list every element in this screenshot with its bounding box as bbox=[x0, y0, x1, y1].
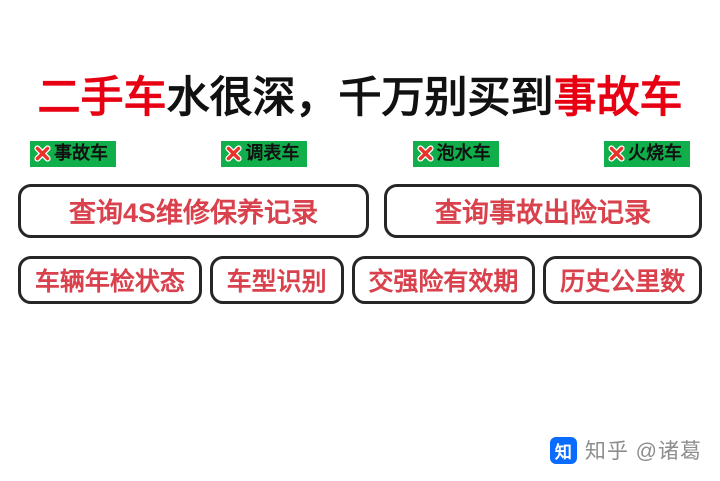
badge-label: 泡水车 bbox=[436, 143, 491, 164]
badge-label: 事故车 bbox=[54, 143, 108, 164]
zhihu-logo-icon: 知 bbox=[549, 436, 577, 464]
badge-label: 火烧车 bbox=[627, 143, 682, 164]
vehicle-model-recognition-button[interactable]: 车型识别 bbox=[209, 255, 344, 304]
used-car-infographic: 二手车水很深，千万别买到事故车 事故车 调表车 泡水车 bbox=[0, 74, 720, 464]
watermark: 知 知乎 @诸葛 bbox=[549, 435, 702, 465]
title-highlight-accident-car: 事故车 bbox=[553, 74, 683, 122]
secondary-button-row: 车辆年检状态 车型识别 交强险有效期 历史公里数 bbox=[0, 255, 720, 304]
historical-mileage-button[interactable]: 历史公里数 bbox=[543, 255, 702, 304]
warning-badge-row: 事故车 调表车 泡水车 火烧车 bbox=[0, 141, 720, 167]
badge-fire-damaged-car: 火烧车 bbox=[603, 141, 690, 167]
title-middle-text: 水很深，千万别买到 bbox=[166, 74, 554, 122]
badge-accident-car: 事故车 bbox=[30, 141, 116, 167]
query-4s-maintenance-records-button[interactable]: 查询4S维修保养记录 bbox=[18, 183, 370, 238]
x-mark-icon bbox=[417, 145, 434, 163]
annual-inspection-status-button[interactable]: 车辆年检状态 bbox=[18, 255, 202, 304]
x-mark-icon bbox=[34, 145, 51, 163]
x-mark-icon bbox=[225, 145, 242, 163]
badge-flood-damaged-car: 泡水车 bbox=[412, 141, 499, 167]
badge-label: 调表车 bbox=[245, 143, 300, 164]
compulsory-insurance-validity-button[interactable]: 交强险有效期 bbox=[351, 255, 536, 304]
badge-odometer-tampered-car: 调表车 bbox=[221, 141, 308, 167]
primary-button-row: 查询4S维修保养记录 查询事故出险记录 bbox=[0, 183, 720, 238]
x-mark-icon bbox=[608, 145, 625, 163]
title-highlight-used-car: 二手车 bbox=[37, 74, 167, 122]
watermark-text: 知乎 @诸葛 bbox=[584, 440, 702, 463]
query-accident-insurance-records-button[interactable]: 查询事故出险记录 bbox=[384, 183, 702, 238]
page-title: 二手车水很深，千万别买到事故车 bbox=[0, 74, 720, 122]
